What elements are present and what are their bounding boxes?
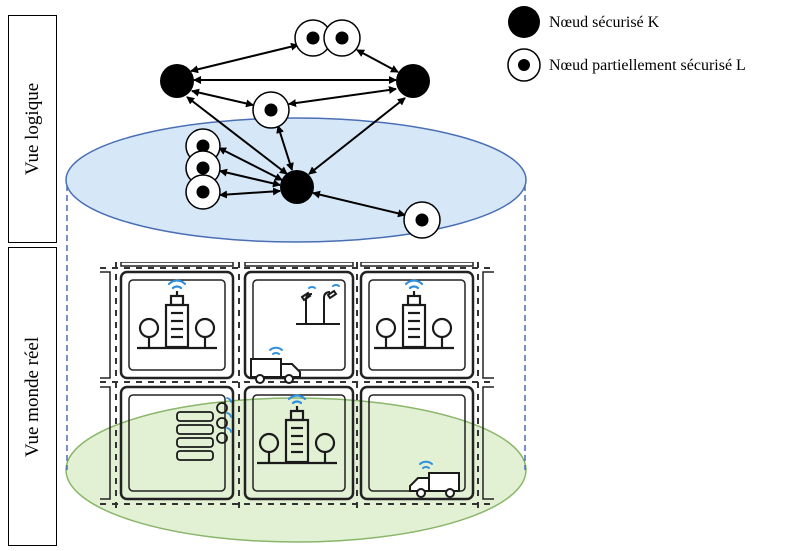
edge	[219, 187, 281, 199]
edge	[191, 88, 254, 108]
delivery-truck-icon	[250, 346, 301, 384]
legend: Nœud sécurisé K Nœud partiellement sécur…	[507, 6, 746, 82]
logical-view-label-box: Vue logique	[8, 15, 57, 243]
partially-secure-node-core	[264, 103, 278, 117]
delivery-truck-icon	[409, 460, 460, 498]
partially-secure-node-icon-core	[518, 59, 530, 71]
partially-secure-node-core	[306, 31, 320, 45]
partially-secure-node-core	[196, 161, 210, 175]
edge	[356, 49, 399, 73]
partially-secure-node-core	[196, 185, 210, 199]
street-light-icon	[296, 284, 340, 325]
edge	[190, 42, 299, 74]
parking-icon	[176, 397, 232, 461]
office-building-icon	[257, 394, 337, 465]
partially-secure-node-core	[196, 139, 210, 153]
secure-node-icon	[508, 6, 540, 38]
office-building-icon	[374, 279, 454, 350]
edge	[276, 125, 294, 171]
edge	[219, 168, 281, 188]
secure-node	[396, 64, 430, 98]
network-edges	[186, 42, 406, 218]
partially-secure-node-core	[415, 213, 429, 227]
office-building-icon	[137, 279, 217, 350]
edge	[312, 190, 406, 218]
legend-label-secure: Nœud sécurisé K	[549, 14, 660, 31]
real-world-view-label-box: Vue monde réel	[8, 247, 57, 546]
edge	[308, 97, 406, 175]
network-nodes	[160, 19, 441, 239]
partially-secure-node-core	[335, 31, 349, 45]
legend-label-partial: Nœud partiellement sécurisé L	[549, 57, 746, 74]
secure-node	[280, 170, 314, 204]
secure-node	[160, 64, 194, 98]
edge	[288, 86, 397, 107]
